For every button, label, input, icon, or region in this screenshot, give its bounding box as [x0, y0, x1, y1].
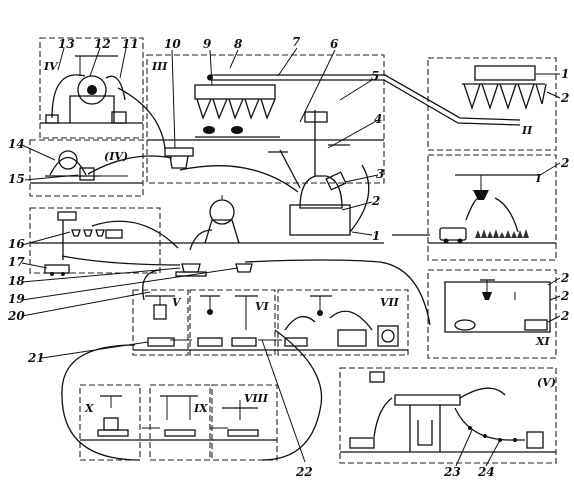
label-23: 23 — [443, 465, 461, 479]
label-4: 4 — [374, 112, 382, 126]
section-label-IV: IV — [43, 60, 59, 73]
label-9: 9 — [203, 37, 212, 51]
section-label-VII: VII — [380, 296, 400, 309]
bunker-row-II — [462, 65, 547, 111]
section-box-Vb — [339, 367, 557, 464]
section-box-II — [427, 57, 557, 151]
label-2: 2 — [371, 194, 380, 208]
scrap-yard-I — [439, 174, 540, 244]
conveyor-7 — [207, 74, 521, 126]
label-13: 13 — [58, 37, 75, 51]
label-right-1: 1 — [561, 67, 569, 81]
section-box-VIII — [211, 384, 278, 461]
section-label-II: II — [521, 124, 533, 137]
label-19: 19 — [8, 292, 25, 306]
section-box-IX — [149, 384, 211, 461]
section-box-V — [132, 289, 189, 356]
ladle-10 — [164, 147, 194, 169]
section-box-VI — [189, 289, 276, 356]
section-box-III — [146, 54, 385, 184]
label-14: 14 — [8, 137, 25, 151]
section-label-III: III — [151, 60, 168, 73]
label-18: 18 — [8, 274, 25, 288]
label-6: 6 — [330, 37, 339, 51]
label-10: 10 — [164, 37, 181, 51]
label-right-2e: 2 — [560, 309, 569, 323]
section-label-I: I — [535, 172, 542, 185]
feed-area — [44, 211, 123, 276]
bunker-row-9 — [194, 84, 280, 138]
section-box-IV — [39, 37, 144, 139]
label-24: 24 — [477, 465, 495, 479]
section-label-IX: IX — [193, 402, 208, 415]
ladles-18-20 — [175, 263, 253, 277]
crane-ladle-center — [204, 195, 240, 244]
leader-lines — [21, 47, 561, 467]
number-labels: 13 12 11 10 9 8 7 6 5 4 3 2 1 14 15 16 1… — [7, 35, 569, 479]
section-label-XI: XI — [535, 335, 551, 348]
label-11: 11 — [122, 37, 139, 51]
label-22: 22 — [295, 465, 313, 479]
section-label-IVb: (IV) — [104, 150, 128, 163]
label-3: 3 — [376, 167, 384, 181]
label-right-2c: 2 — [560, 271, 569, 285]
section-box-IVb — [29, 139, 144, 197]
section-label-X: X — [84, 402, 94, 415]
label-5: 5 — [371, 69, 379, 83]
section-box-feed — [29, 207, 161, 274]
casting-bay — [145, 295, 399, 347]
section-label-V: V — [172, 296, 182, 309]
label-8: 8 — [234, 37, 243, 51]
converter-3 — [268, 110, 351, 236]
label-right-2d: 2 — [560, 289, 569, 303]
section-box-X — [79, 384, 141, 461]
section-labels: IV (IV) III II I V VI VII X IX VIII XI (… — [43, 60, 556, 415]
label-16: 16 — [8, 237, 25, 251]
mill-unit — [45, 55, 127, 124]
label-1: 1 — [372, 229, 380, 243]
label-right-2a: 2 — [560, 91, 569, 105]
label-20: 20 — [7, 309, 25, 323]
label-21: 21 — [27, 351, 45, 365]
section-box-I — [427, 154, 557, 261]
bottom-bays — [97, 395, 259, 437]
label-12: 12 — [94, 37, 111, 51]
flow-lines — [61, 87, 519, 461]
label-7: 7 — [292, 35, 301, 49]
section-label-VIII: VIII — [244, 392, 269, 405]
continuous-caster — [349, 371, 544, 452]
label-17: 17 — [8, 255, 25, 269]
section-box-VII — [277, 289, 409, 356]
furnace-hall-XI — [444, 279, 551, 333]
label-15: 15 — [8, 172, 25, 186]
section-label-VI: VI — [255, 300, 270, 313]
label-right-2b: 2 — [560, 156, 569, 170]
section-label-Vb: (V) — [537, 376, 556, 389]
